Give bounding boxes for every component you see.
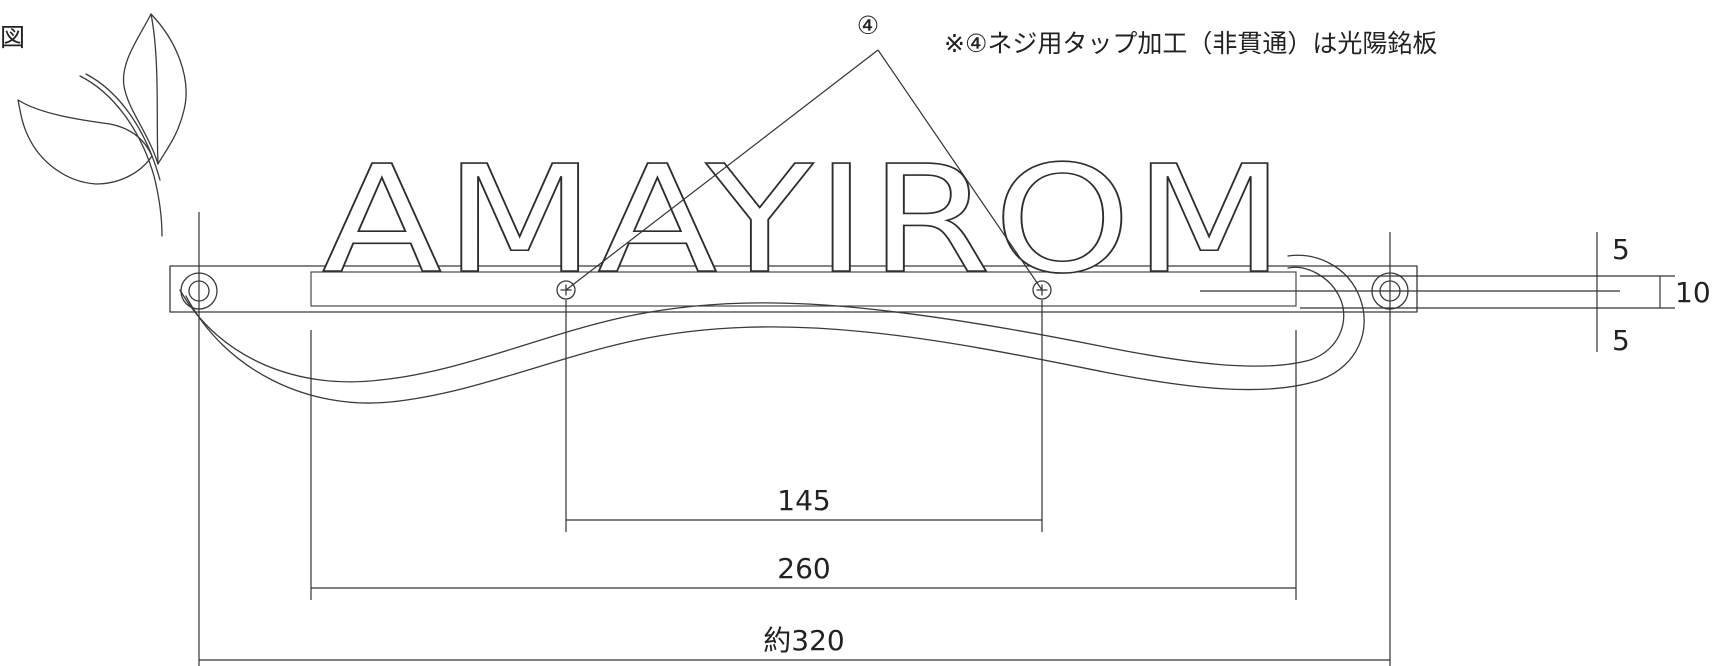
- dim-label-260: 260: [777, 552, 830, 585]
- plate-letters: AMAYIROM: [322, 134, 1287, 306]
- thickness-total-label: 10: [1675, 276, 1711, 309]
- leaf-decoration: [17, 13, 187, 237]
- drawing-label-char: 図: [0, 23, 25, 52]
- dim-label-320: 約320: [763, 624, 844, 657]
- callout-leader: [565, 49, 1043, 291]
- thickness-top-label: 5: [1612, 233, 1630, 266]
- extension-lines: [198, 212, 1391, 666]
- part-marker: ④: [857, 11, 879, 40]
- mounting-bar: [169, 265, 1418, 313]
- dim-label-145: 145: [777, 484, 830, 517]
- manufacturing-note: ※④ネジ用タップ加工（非貫通）は光陽銘板: [944, 29, 1437, 58]
- thickness-dimension: [1200, 232, 1675, 352]
- thickness-bottom-label: 5: [1612, 324, 1630, 357]
- swoosh-stem: [179, 254, 1365, 404]
